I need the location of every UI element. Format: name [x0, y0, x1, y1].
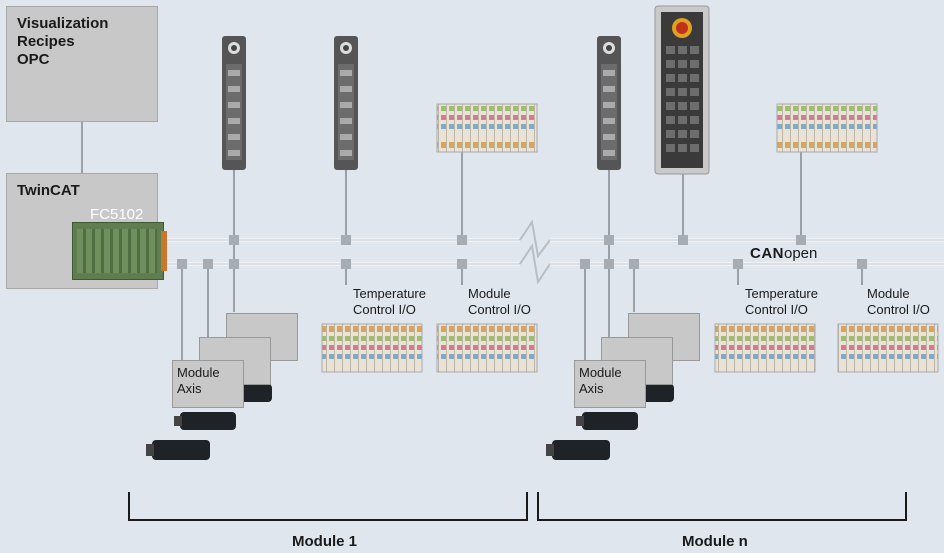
motor-n-a: [576, 412, 638, 430]
module-control-io-label-2: Module Control I/O: [867, 286, 930, 317]
fieldbus-card-label: FC5102: [90, 206, 144, 223]
terminal-block-top-2: [776, 103, 878, 153]
temperature-control-io-label-1: Temperature Control I/O: [353, 286, 426, 317]
terminal-block-mod-1: [436, 323, 538, 373]
module-brackets: [128, 492, 907, 521]
ip67-module-3: [597, 36, 621, 170]
canopen-bold: CAN: [750, 245, 784, 262]
module-axis-label-1: Module Axis: [177, 365, 220, 396]
twincat-title: TwinCAT: [17, 182, 80, 199]
device-drops: [181, 150, 863, 360]
terminal-block-temp-2: [714, 323, 816, 373]
module-control-io-label-1: Module Control I/O: [468, 286, 531, 317]
canopen-light: open: [784, 245, 818, 262]
fieldbus-card: [72, 222, 167, 280]
canopen-bus: [158, 219, 944, 285]
motor-n-c: [546, 440, 610, 460]
terminal-block-temp-1: [321, 323, 423, 373]
module-axis-label-n: Module Axis: [579, 365, 622, 396]
motor-1-a: [174, 412, 236, 430]
axis-drive-front-1: Module Axis: [172, 360, 244, 408]
module-1-label: Module 1: [292, 533, 358, 550]
terminal-block-mod-2: [837, 323, 939, 373]
axis-drive-front-n: Module Axis: [574, 360, 646, 408]
ip67-module-1: [222, 36, 246, 170]
temperature-control-io-label-2: Temperature Control I/O: [745, 286, 818, 317]
ip67-module-2: [334, 36, 358, 170]
visualization-text: Visualization Recipes OPC: [17, 15, 109, 68]
motor-1-c: [146, 440, 210, 460]
junctions: [177, 235, 867, 269]
canopen-logo: CANopen: [750, 245, 817, 262]
visualization-box: Visualization Recipes OPC: [6, 6, 158, 122]
control-panel: [654, 5, 710, 175]
terminal-block-top-1: [436, 103, 538, 153]
module-n-label: Module n: [682, 533, 748, 550]
